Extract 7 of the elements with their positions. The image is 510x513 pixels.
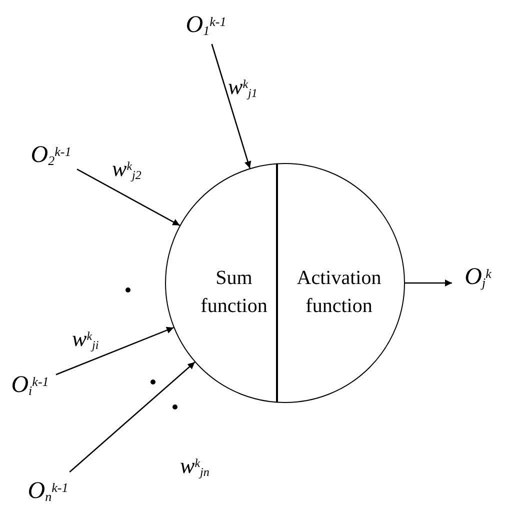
arrow xyxy=(211,44,252,168)
arrow xyxy=(69,362,196,472)
arrow xyxy=(405,280,452,286)
arrow xyxy=(76,168,180,226)
node-text: Activation function xyxy=(296,266,382,319)
arrow xyxy=(56,326,174,376)
node-text: Sum function xyxy=(200,266,268,319)
